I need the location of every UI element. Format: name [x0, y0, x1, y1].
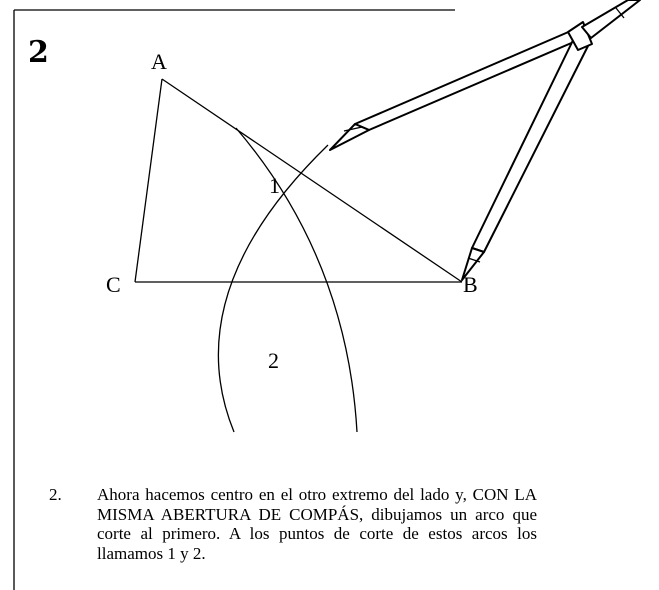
vertex-label-c: C — [106, 272, 121, 297]
caption-number: 2. — [49, 485, 62, 504]
compass-needle-tip — [461, 247, 485, 281]
compass-pencil-tip — [329, 123, 370, 151]
second-arc — [217, 144, 329, 433]
vertex-label-a: A — [151, 49, 167, 74]
compass-icon — [329, 0, 641, 281]
compass-handle-detail — [615, 7, 625, 19]
step-number: 2 — [28, 35, 49, 70]
compass-handle — [581, 0, 641, 39]
compass-pencil-detail — [343, 126, 363, 132]
compass-hinge — [567, 21, 593, 51]
caption-text: Ahora hacemos centro en el otro extremo … — [97, 485, 537, 563]
first-arc — [235, 127, 358, 433]
side-ac — [134, 78, 163, 283]
triangle-abc — [134, 78, 463, 283]
compass-needle-detail — [467, 257, 481, 263]
intersection-label-1: 1 — [269, 173, 280, 198]
vertex-label-b: B — [463, 272, 478, 297]
intersection-label-2: 2 — [268, 348, 279, 373]
side-ab — [161, 78, 463, 283]
